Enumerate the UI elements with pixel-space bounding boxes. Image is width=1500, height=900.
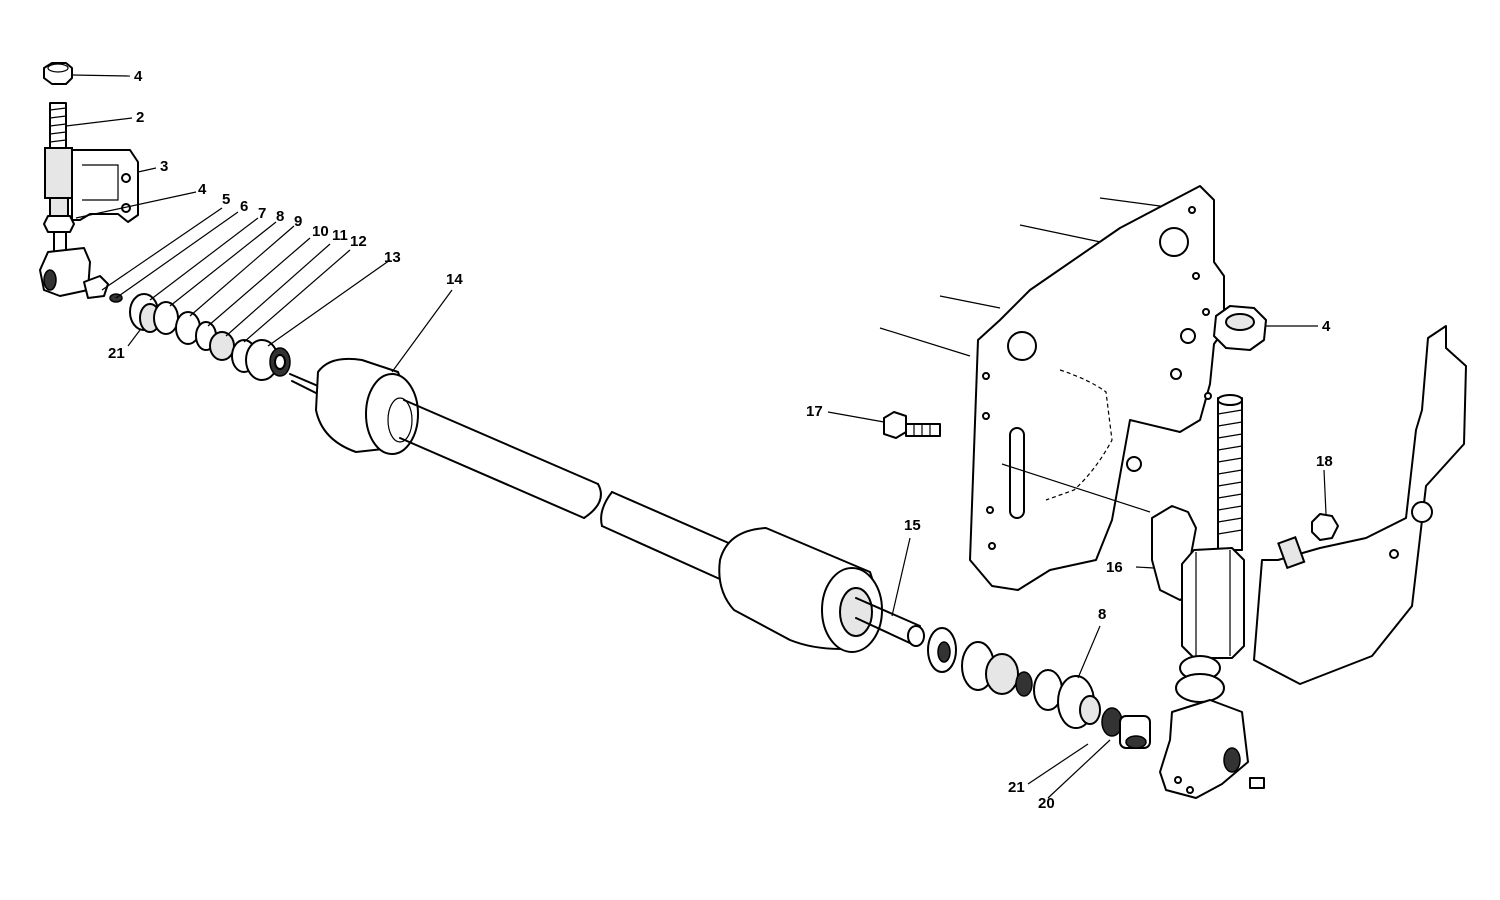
label-part-9: 9 xyxy=(294,213,302,230)
label-part-6: 6 xyxy=(240,198,248,215)
label-part-10: 10 xyxy=(312,223,329,240)
label-part-7: 7 xyxy=(258,205,266,222)
label-part-14: 14 xyxy=(446,271,463,288)
label-part-16: 16 xyxy=(1106,559,1123,576)
label-part-21-left: 21 xyxy=(108,345,125,362)
right-adjuster-assembly xyxy=(1151,394,1265,799)
label-part-12: 12 xyxy=(350,233,367,250)
label-part-17: 17 xyxy=(806,403,823,420)
label-part-8-right: 8 xyxy=(1098,606,1106,623)
left-adjuster-assembly xyxy=(39,62,139,299)
label-part-4-mid: 4 xyxy=(198,181,207,198)
label-part-5: 5 xyxy=(222,191,230,208)
part-labels: 4 2 3 4 5 6 7 8 9 10 11 12 13 21 14 15 8… xyxy=(108,68,1333,812)
label-part-8-left: 8 xyxy=(276,208,284,225)
roller-shaft xyxy=(289,357,925,653)
label-part-21-right: 21 xyxy=(1008,779,1025,796)
label-part-2: 2 xyxy=(136,109,144,126)
label-part-11: 11 xyxy=(332,227,348,244)
bolt-17 xyxy=(883,411,941,439)
label-part-4-right: 4 xyxy=(1322,318,1331,335)
label-part-13: 13 xyxy=(384,249,401,266)
mounting-bracket xyxy=(1253,325,1467,685)
label-part-3: 3 xyxy=(160,158,168,175)
label-part-15: 15 xyxy=(904,517,921,534)
label-part-4-top: 4 xyxy=(134,68,143,85)
right-bearing-stack xyxy=(927,627,1151,749)
side-plate xyxy=(879,185,1225,591)
label-part-18: 18 xyxy=(1316,453,1333,470)
nut-right xyxy=(1213,305,1267,351)
left-bearing-stack xyxy=(109,293,291,381)
leader-lines xyxy=(65,74,1327,799)
label-part-20: 20 xyxy=(1038,795,1055,812)
